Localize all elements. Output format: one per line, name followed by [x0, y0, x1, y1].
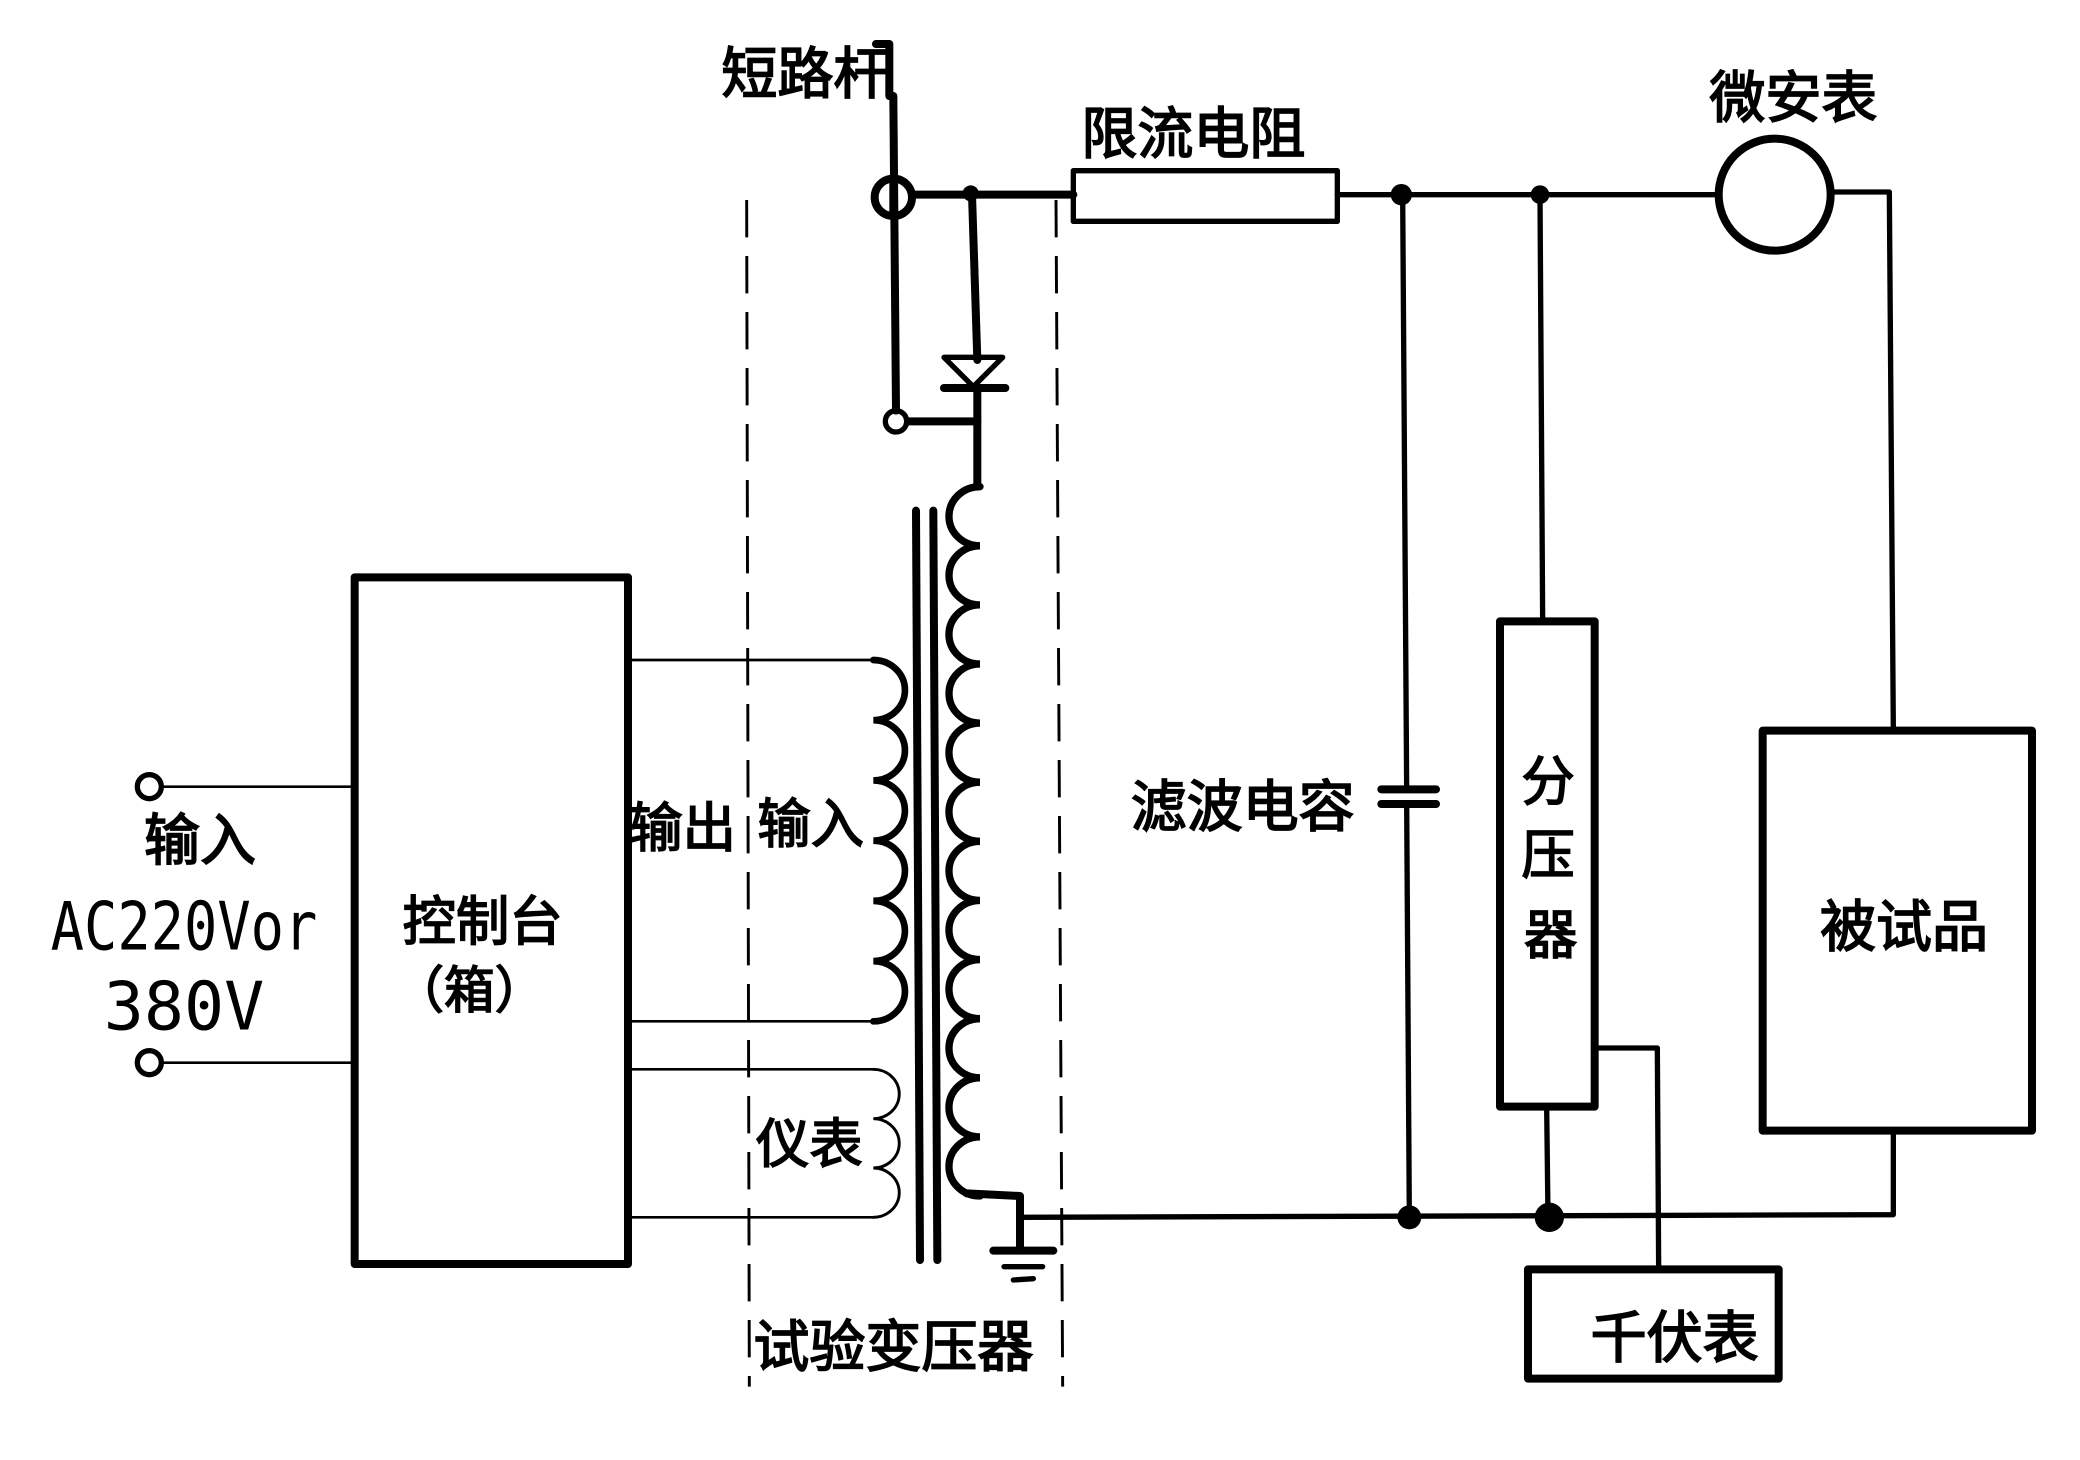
input-terminals [134, 772, 356, 1078]
short-circuit-rod-label: 短路杆 [721, 42, 889, 107]
control-box-sublabel: （箱） [393, 961, 545, 1020]
kilovoltmeter-label: 千伏表 [1591, 1306, 1759, 1371]
short-circuit-rod-hook [872, 40, 894, 100]
output-label: 输出 [629, 797, 736, 860]
meter-coil-path [871, 1067, 901, 1219]
input-terminal-bottom [134, 1047, 164, 1078]
filter-capacitor-label: 滤波电容 [1131, 776, 1355, 841]
current-limiting-resistor-label: 限流电阻 [1081, 102, 1305, 167]
junction-dot [1534, 1202, 1564, 1232]
ground-icon [962, 1189, 1058, 1283]
kilovoltmeter [1524, 1265, 1783, 1383]
transformer-boundary-left [745, 199, 751, 1387]
bottom-bus [1017, 1127, 1896, 1220]
voltage-divider-label-1: 分 [1521, 750, 1574, 813]
device-under-test-label: 被试品 [1820, 896, 1988, 961]
primary-winding [869, 656, 909, 1025]
input-label: 输入 [144, 809, 256, 874]
test-transformer-label: 试验变压器 [753, 1316, 1034, 1381]
transformer-boundary-right [1054, 199, 1065, 1387]
control-box-label: 控制台 [403, 890, 563, 953]
input-terminal-top [134, 772, 164, 802]
voltage-divider-label-2: 压 [1521, 823, 1574, 886]
microammeter [1714, 134, 1835, 255]
junction-dot [1397, 1205, 1422, 1230]
primary-wires [627, 658, 876, 1219]
current-limiting-resistor [1070, 168, 1340, 224]
microammeter-label: 微安表 [1708, 66, 1877, 131]
voltage-divider-label-3: 器 [1524, 903, 1578, 966]
device-under-test [1758, 726, 2036, 1135]
control-box [350, 573, 632, 1268]
transformer-core-bar-right [929, 506, 942, 1264]
secondary-coil-path [945, 482, 984, 1200]
input-voltage-label-line2: 380V [104, 967, 265, 1045]
meter-winding [871, 1067, 901, 1219]
primary-coil-path [869, 656, 909, 1025]
primary-input-label: 输入 [757, 793, 864, 856]
input-voltage-label-line1: AC220Vor [51, 887, 318, 965]
secondary-winding [945, 482, 984, 1200]
transformer-core-bar-left [912, 506, 924, 1264]
short-circuit-rod [870, 40, 982, 435]
meter-winding-label: 仪表 [755, 1113, 863, 1176]
voltage-divider-tap [1591, 1045, 1662, 1272]
